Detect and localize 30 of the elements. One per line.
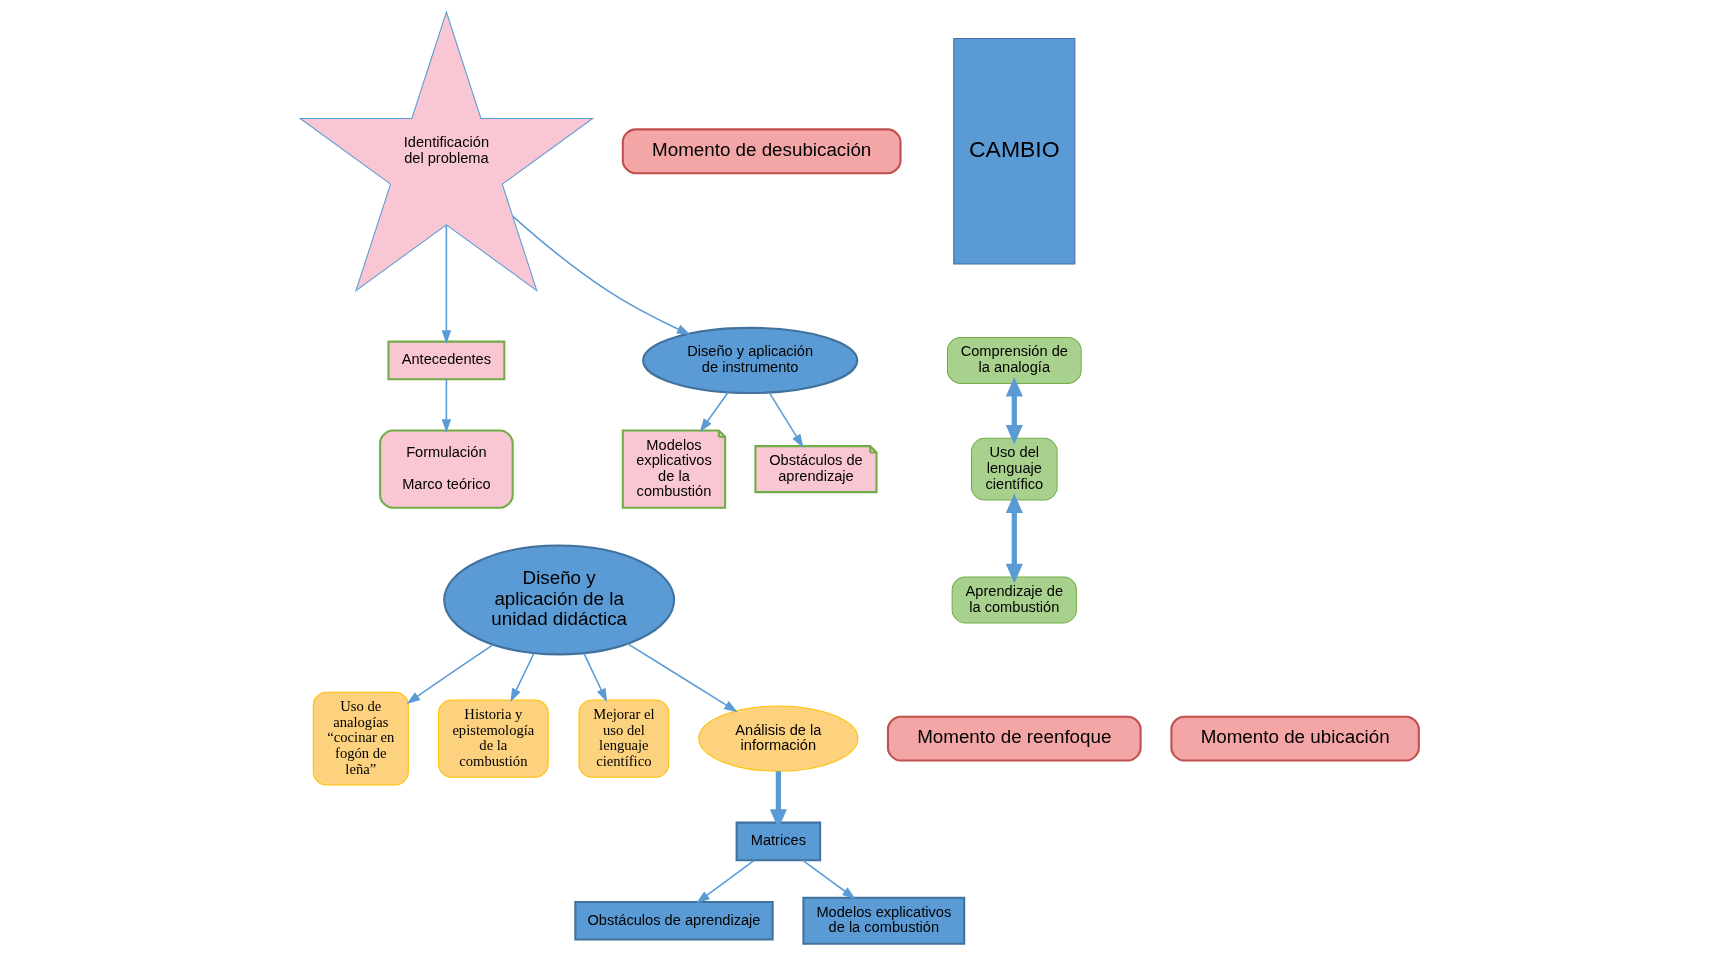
arrow	[626, 643, 738, 713]
arrow	[801, 859, 856, 900]
arrow	[582, 652, 607, 703]
node-box: Momento de desubicación	[621, 128, 902, 175]
arrow	[406, 644, 494, 705]
node-box: CAMBIO	[952, 38, 1075, 265]
arrow	[441, 378, 451, 433]
arrow	[1005, 377, 1023, 445]
node-box: Obstáculos de aprendizaje	[573, 900, 774, 941]
node-ellipse: Análisis de la información	[697, 705, 858, 772]
node-box: Historia y epistemología de la combustión	[437, 699, 549, 778]
node-box: Momento de ubicación	[1169, 715, 1420, 762]
node-box: Aprendizaje de la combustión	[951, 576, 1077, 624]
arrow	[441, 224, 451, 344]
node-box: Momento de reenfoque	[886, 715, 1142, 762]
node-box: Mejorar el uso del lenguaje científico	[577, 699, 669, 778]
arrow	[511, 215, 691, 335]
arrow	[1005, 493, 1023, 584]
node-ellipse: Diseño y aplicación de la unidad didáctica	[442, 544, 675, 656]
node-box: Antecedentes	[386, 340, 505, 381]
node-box: Modelos explicativos de la combustión	[801, 896, 965, 945]
arrow	[695, 859, 755, 904]
arrow	[768, 391, 803, 448]
node-box: Formulación Marco teórico	[378, 429, 514, 509]
node-box: Uso de analogías “cocinar en fogón de leña”	[312, 691, 409, 786]
arrow	[699, 391, 729, 433]
node-box: Comprensión de la analogía	[946, 336, 1082, 384]
node-box: Matrices	[735, 821, 821, 862]
node-box: Uso del lenguaje científico	[970, 437, 1058, 501]
arrow	[509, 652, 535, 703]
